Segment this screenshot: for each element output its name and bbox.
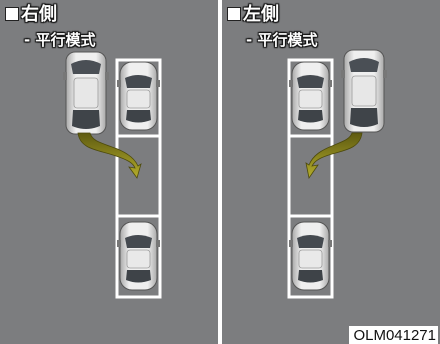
square-bullet-icon — [228, 8, 240, 20]
panel-divider — [218, 0, 222, 344]
parking-slots — [287, 58, 334, 299]
panel-title: 右側 — [6, 4, 57, 26]
right-side-diagram — [63, 51, 162, 299]
panel-title-text: 左側 — [243, 4, 279, 25]
parked-car-icon — [117, 221, 160, 291]
curved-arrow-icon — [77, 132, 142, 179]
curved-arrow-icon — [305, 132, 363, 180]
panel-title: 左側 — [228, 4, 279, 26]
panel-right-side: 右側 - 平行模式 — [0, 0, 218, 344]
square-bullet-icon — [6, 8, 18, 20]
panel-subtitle: - 平行模式 — [24, 31, 96, 49]
panel-left-side: 左側 - 平行模式 — [222, 0, 440, 344]
figure-code: OLM041271 — [349, 326, 438, 344]
parked-car-icon — [289, 61, 332, 131]
panel-subtitle: - 平行模式 — [246, 31, 318, 49]
parked-car-icon — [117, 61, 160, 131]
vehicle-icon — [63, 51, 109, 135]
left-side-diagram — [287, 49, 387, 299]
panel-title-text: 右側 — [21, 4, 57, 25]
parked-car-icon — [289, 221, 332, 291]
vehicle-icon — [341, 49, 387, 133]
parking-slots — [115, 58, 162, 299]
